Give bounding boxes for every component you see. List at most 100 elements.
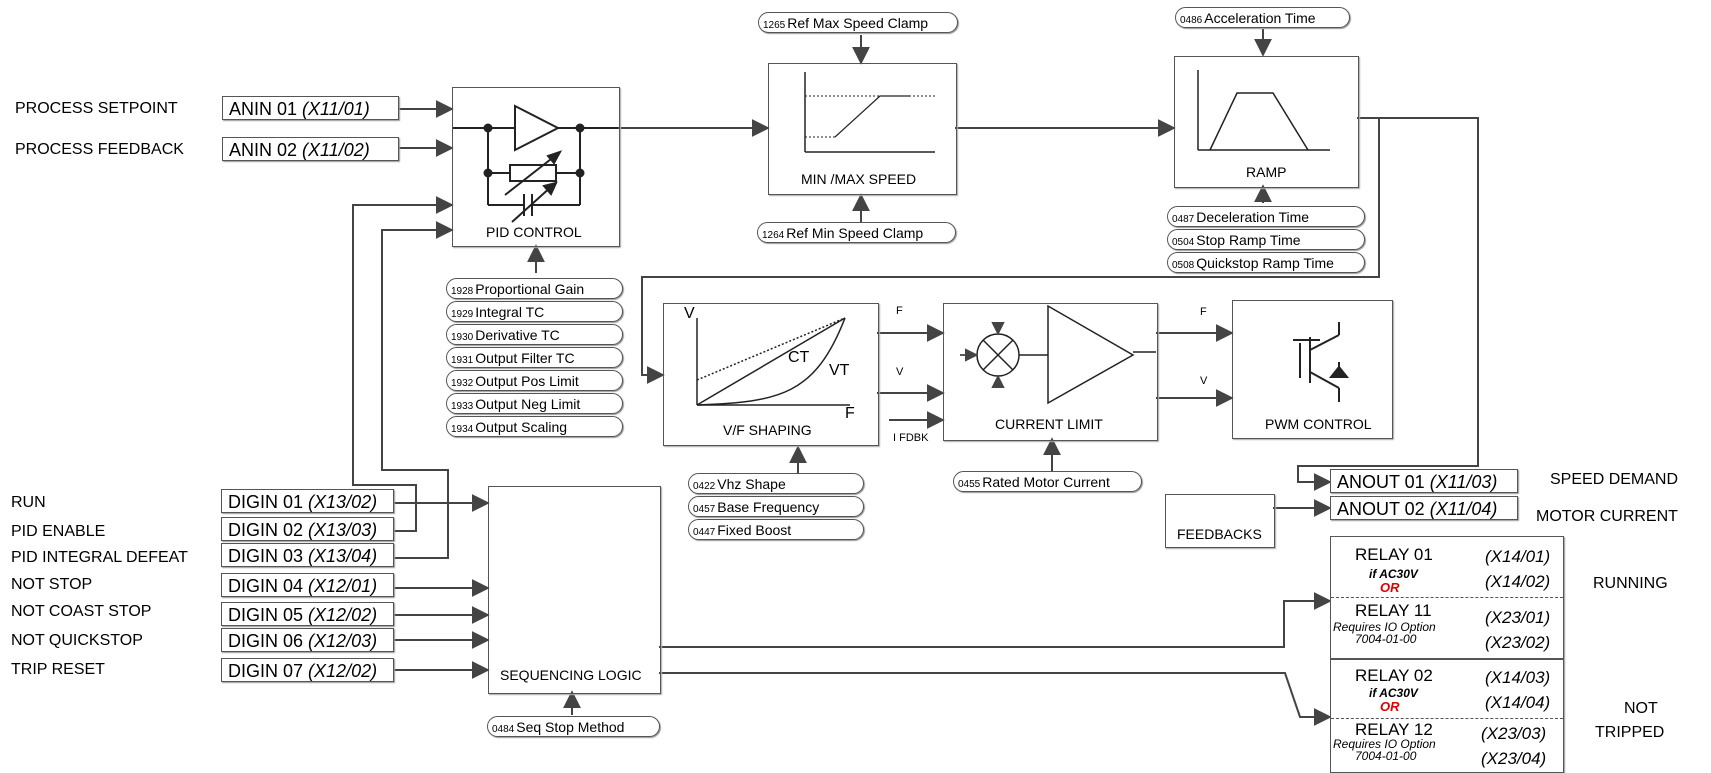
param-label: Quickstop Ramp Time [1196,255,1334,271]
relay-top-term2: (X14/02) [1485,572,1551,591]
param-label: Seq Stop Method [516,719,625,735]
digital-label-trip-reset: TRIP RESET [11,661,105,678]
feedbacks-title: FEEDBACKS [1177,526,1262,542]
anin02-box: ANIN 02 (X11/02) [222,137,399,161]
relay-top-term2: (X14/04) [1485,693,1551,712]
signal-v-out-label: V [1200,375,1208,387]
digin03-box: DIGIN 03 (X13/04) [221,543,394,567]
param-label: Derivative TC [475,327,560,343]
minmax-speed-block [768,63,957,195]
param-label: Ref Min Speed Clamp [786,225,924,241]
param-label: Deceleration Time [1196,209,1310,225]
current-limit-symbol [960,304,1156,405]
param-num: 1928 [451,286,474,297]
anout02-box: ANOUT 02 (X11/04) [1330,496,1518,520]
param-label: Rated Motor Current [982,474,1110,490]
param-label: Fixed Boost [717,522,792,538]
relay-divider [1331,718,1563,719]
relay-cond: if AC30V [1369,567,1418,581]
anout02-term: (X11/04) [1429,499,1498,519]
current-limit-title: CURRENT LIMIT [995,416,1103,432]
signal-f-out-label: F [1200,306,1207,318]
param-num: 0484 [492,724,515,735]
anin01-name: ANIN 01 [229,99,298,119]
param-num: 0447 [693,527,716,538]
signal-f-label: F [896,305,903,317]
digin01-box: DIGIN 01 (X13/02) [221,489,394,513]
ramp-graph [1197,70,1330,151]
param-label: Base Frequency [717,499,820,515]
relay-bot-term1: (X23/03) [1481,724,1547,743]
motor-current-label: MOTOR CURRENT [1536,508,1678,525]
pid-control-block [452,87,620,247]
relay-bot-term1: (X23/01) [1485,608,1551,627]
vf-shaping-block [663,303,879,446]
speed-demand-label: SPEED DEMAND [1550,471,1679,488]
digital-label-not-coast: NOT COAST STOP [11,603,152,620]
param-num: 1265 [763,20,786,31]
digital-label-not-quickstop: NOT QUICKSTOP [11,632,143,649]
param-num: 0455 [958,479,981,490]
param-label: Integral TC [475,304,545,320]
vf-axis-v: V [684,305,695,322]
digin06-box: DIGIN 06 (X12/03) [221,628,394,652]
anout01-name: ANOUT 01 [1337,472,1425,492]
pwm-transistor [1293,322,1350,402]
digin04-box: DIGIN 04 (X12/01) [221,573,394,597]
digin02-box: DIGIN 02 (X13/03) [221,517,394,541]
anin02-name: ANIN 02 [229,140,298,160]
relay-or: OR [1380,580,1400,595]
anin01-box: ANIN 01 (X11/01) [222,96,399,120]
anin02-term: (X11/02) [302,140,370,160]
relay-req1: Requires IO Option [1333,620,1436,634]
relay-or: OR [1380,699,1400,714]
param-num: 0486 [1180,15,1203,26]
relay-req2: 7004-01-00 [1355,632,1417,646]
feedbacks-block [1165,494,1275,548]
digin-name: DIGIN 02 [228,520,304,540]
param-num: 0457 [693,504,716,515]
tripped-wire [659,672,1332,726]
param-num: 0422 [693,481,716,492]
sequencing-logic-block [488,486,661,694]
digin-name: DIGIN 04 [228,576,304,596]
sequencing-logic-title: SEQUENCING LOGIC [500,667,642,683]
anin01-term: (X11/01) [302,99,370,119]
vf-axis-f: F [845,405,855,422]
anout01-term: (X11/03) [1429,472,1498,492]
digin-name: DIGIN 07 [228,661,304,681]
digin-term: (X12/03) [308,631,378,651]
digital-label-pid-integral: PID INTEGRAL DEFEAT [11,549,188,566]
pwm-control-title: PWM CONTROL [1265,416,1372,432]
ramp-title: RAMP [1246,164,1287,180]
digital-label-run: RUN [11,494,46,511]
param-num: 1934 [451,424,474,435]
digin-term: (X12/02) [308,661,378,681]
process-setpoint-label: PROCESS SETPOINT [15,100,178,117]
pid-control-title: PID CONTROL [486,224,582,240]
param-num: 0504 [1172,237,1195,248]
digin-name: DIGIN 05 [228,605,304,625]
param-num: 0487 [1172,214,1195,225]
pwm-control-block [1232,300,1393,439]
digin07-box: DIGIN 07 (X12/02) [221,658,394,682]
param-num: 1929 [451,309,474,320]
relay-top-term1: (X14/01) [1485,547,1551,566]
pid-enable-wire [352,196,454,532]
tripped-label: TRIPPED [1595,724,1665,741]
param-label: Ref Max Speed Clamp [787,15,929,31]
relay-top-name: RELAY 01 [1355,545,1433,564]
param-label: Output Filter TC [475,350,575,366]
param-num: 1932 [451,378,474,389]
anout01-box: ANOUT 01 (X11/03) [1330,469,1518,493]
vf-graph [696,317,850,406]
digin-term: (X13/03) [308,520,378,540]
